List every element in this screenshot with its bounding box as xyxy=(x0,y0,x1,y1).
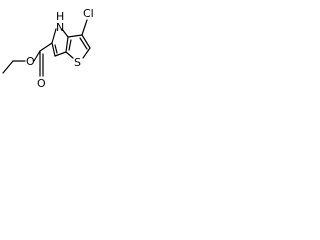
bond-s-c6a xyxy=(65,51,74,59)
bond-c6a-c6 xyxy=(54,51,67,57)
bond-ch3-ch2 xyxy=(2,60,14,74)
bond-c6-c5 xyxy=(51,42,56,57)
bond-c6-c5-double xyxy=(54,44,58,54)
bond-c2-s xyxy=(82,47,91,59)
bond-c3-c2-double xyxy=(79,37,88,50)
bond-n-c3a xyxy=(61,28,69,38)
structure-svg: O O H N Cl S xyxy=(2,7,94,90)
bond-c3-c2 xyxy=(81,34,91,49)
molecule-diagram: O O H N Cl S xyxy=(0,0,102,96)
atom-nh-n: N xyxy=(56,21,64,34)
bond-c3a-c3 xyxy=(67,34,83,38)
bond-carbonyl-c5 xyxy=(39,42,53,52)
atom-chlorine: Cl xyxy=(83,7,94,20)
bond-c3a-c6a-double xyxy=(68,39,72,51)
bond-c5-n xyxy=(51,28,57,44)
bond-oester-carbonyl xyxy=(33,50,41,62)
bond-c3-cl xyxy=(81,19,88,36)
bond-c3a-c6a xyxy=(65,36,69,53)
atom-nh-h: H xyxy=(56,10,64,23)
atom-ester-oxygen: O xyxy=(26,55,35,68)
atom-sulfur: S xyxy=(74,56,81,69)
atom-carbonyl-oxygen: O xyxy=(37,77,46,90)
